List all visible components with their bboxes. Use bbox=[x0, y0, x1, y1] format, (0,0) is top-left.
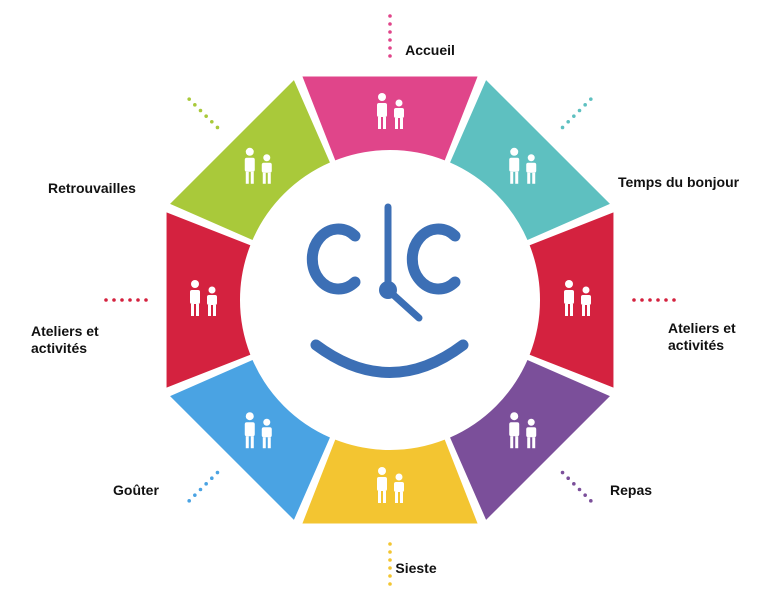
label-repas: Repas bbox=[610, 482, 653, 498]
meal-table-icon bbox=[509, 412, 537, 449]
right-eye bbox=[406, 223, 461, 295]
clock-pivot bbox=[379, 281, 397, 299]
connector-gouter bbox=[187, 470, 220, 503]
label-ateliers-left: Ateliers et activités bbox=[31, 323, 99, 356]
label-gouter: Goûter bbox=[113, 482, 159, 498]
smile-mouth bbox=[310, 339, 469, 378]
label-sieste: Sieste bbox=[395, 560, 437, 576]
segment-sieste bbox=[302, 439, 478, 524]
changing-table-icon bbox=[509, 147, 537, 184]
connector-dots bbox=[104, 14, 676, 586]
parents-reunion-icon bbox=[244, 147, 272, 184]
label-retrouvailles: Retrouvailles bbox=[48, 180, 136, 196]
connector-temps-du-bonjour bbox=[560, 97, 593, 130]
center-disc bbox=[242, 152, 538, 448]
parent-handing-child-icon bbox=[377, 93, 404, 129]
smiling-clock-icon bbox=[242, 152, 538, 448]
playground-slide-icon bbox=[190, 280, 217, 316]
segment-gouter bbox=[170, 360, 330, 520]
connector-retrouvailles bbox=[187, 97, 220, 130]
label-temps-du-bonjour: Temps du bonjour bbox=[618, 174, 740, 190]
snack-table-icon bbox=[244, 412, 272, 449]
lullaby-cradle-icon bbox=[377, 467, 404, 503]
connector-ateliers-right bbox=[632, 298, 676, 302]
crawling-children-icon bbox=[564, 280, 591, 316]
label-ateliers-right: Ateliers et activités bbox=[668, 320, 736, 353]
left-eye bbox=[306, 223, 361, 295]
label-accueil: Accueil bbox=[405, 42, 455, 58]
connector-accueil bbox=[388, 14, 392, 58]
segment-icons bbox=[190, 93, 591, 503]
connector-repas bbox=[560, 470, 593, 503]
connector-ateliers-left bbox=[104, 298, 148, 302]
segment-accueil bbox=[302, 76, 478, 161]
connector-sieste bbox=[388, 542, 392, 586]
